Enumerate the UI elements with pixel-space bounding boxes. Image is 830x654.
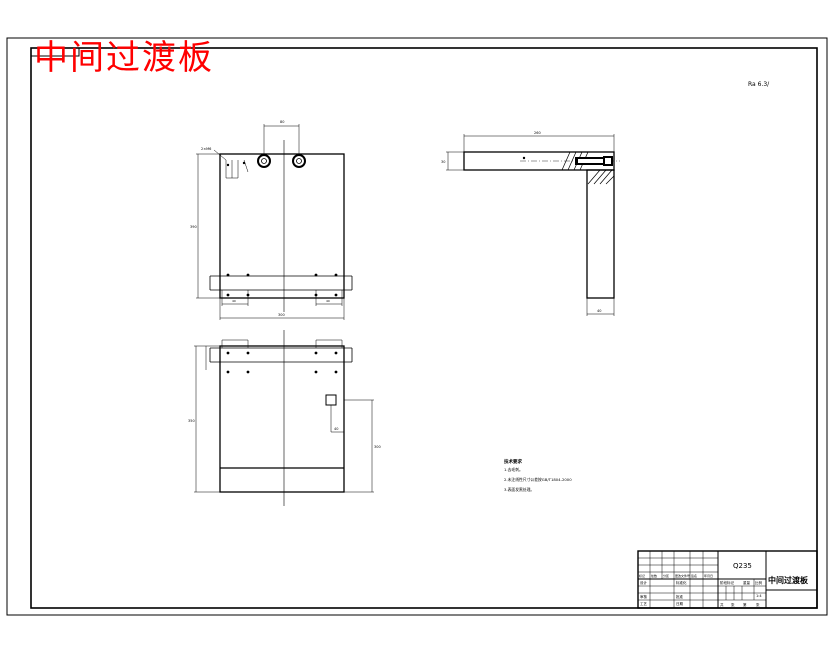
bottom-square-hole xyxy=(325,394,337,406)
tb-stage-mark: 阶段标记 xyxy=(720,580,734,585)
front-plate-outline xyxy=(219,153,345,299)
tb-role-standard: 标准化 xyxy=(676,580,687,585)
tb-part-name: 中间过渡板 xyxy=(768,575,809,585)
tb-sheet-4: 张 xyxy=(756,602,760,607)
tb-row-label-6: 年月日 xyxy=(704,573,713,578)
title-block-text: Q235 中间过渡板 标记 处数 分区 更改文件号 签名 年月日 设计 审核 工… xyxy=(639,562,809,607)
front-small-holes xyxy=(226,161,338,297)
tb-sheet-3: 第 xyxy=(743,602,747,607)
side-view xyxy=(446,134,620,316)
front-hole-right xyxy=(292,154,306,168)
side-dim-bottom: 40 xyxy=(597,309,601,313)
outer-frame xyxy=(6,37,828,616)
corner-box xyxy=(30,47,80,57)
tb-sheet-1: 共 xyxy=(720,602,724,607)
inner-frame xyxy=(30,47,818,609)
bottom-dim-right: 300 xyxy=(374,445,381,449)
tb-role-process: 工艺 xyxy=(640,601,648,606)
tech-req-item-2: 2.未注线性尺寸公差按GB/T1804-2000 xyxy=(504,477,572,482)
bottom-view xyxy=(194,330,374,506)
side-section-hatch xyxy=(561,151,615,185)
roughness-note: Ra 6.3/ xyxy=(748,81,770,88)
front-hole-left xyxy=(257,154,271,168)
bottom-dim-height: 350 xyxy=(188,419,195,423)
bottom-small-holes xyxy=(226,351,338,374)
tech-requirements: 技术要求 1.去毛刺。 2.未注线性尺寸公差按GB/T1804-2000 3.表… xyxy=(504,458,572,492)
front-hole-left-inner xyxy=(261,158,267,164)
tb-row-label-3: 分区 xyxy=(663,573,669,578)
front-dim-small-left: 40 xyxy=(232,299,236,303)
tb-stage-weight: 重量 xyxy=(743,580,751,585)
tb-stage-scale: 比例 xyxy=(755,580,763,585)
tech-req-item-1: 1.去毛刺。 xyxy=(504,467,523,472)
tb-row-label-1: 标记 xyxy=(639,573,645,578)
tb-sheet-2: 张 xyxy=(731,602,735,607)
front-view xyxy=(196,124,353,320)
tb-row-label-4: 更改文件号 xyxy=(675,573,690,578)
front-dim-bottom: 300 xyxy=(278,313,285,317)
tech-req-item-3: 3.表面发黑处理。 xyxy=(504,487,534,492)
front-hole-right-inner xyxy=(296,158,302,164)
side-vertical-leg xyxy=(586,169,615,299)
tb-row-label-5: 签名 xyxy=(691,573,697,578)
tb-role-review: 审核 xyxy=(640,594,648,599)
front-dim-corner: 2×M6 xyxy=(201,147,211,151)
bottom-plate-outline xyxy=(219,345,345,493)
tb-role-design: 设计 xyxy=(640,580,648,585)
tb-role-date: 日期 xyxy=(676,601,684,606)
front-dim-small-right: 40 xyxy=(326,299,330,303)
bottom-dim-hole: 40 xyxy=(334,427,338,431)
side-dim-length: 260 xyxy=(534,131,541,135)
front-dim-top: 80 xyxy=(280,120,284,124)
tb-material: Q235 xyxy=(733,562,752,570)
drawing-title: 中间过渡板 xyxy=(34,38,214,78)
title-block xyxy=(637,550,818,609)
tech-req-heading: 技术要求 xyxy=(504,458,522,465)
front-dim-left: 390 xyxy=(190,225,197,229)
tb-role-approve: 批准 xyxy=(676,594,684,599)
tb-row-label-2: 处数 xyxy=(651,573,657,578)
tb-scale: 1:4 xyxy=(756,594,762,598)
side-dim-thickness: 30 xyxy=(441,160,445,164)
